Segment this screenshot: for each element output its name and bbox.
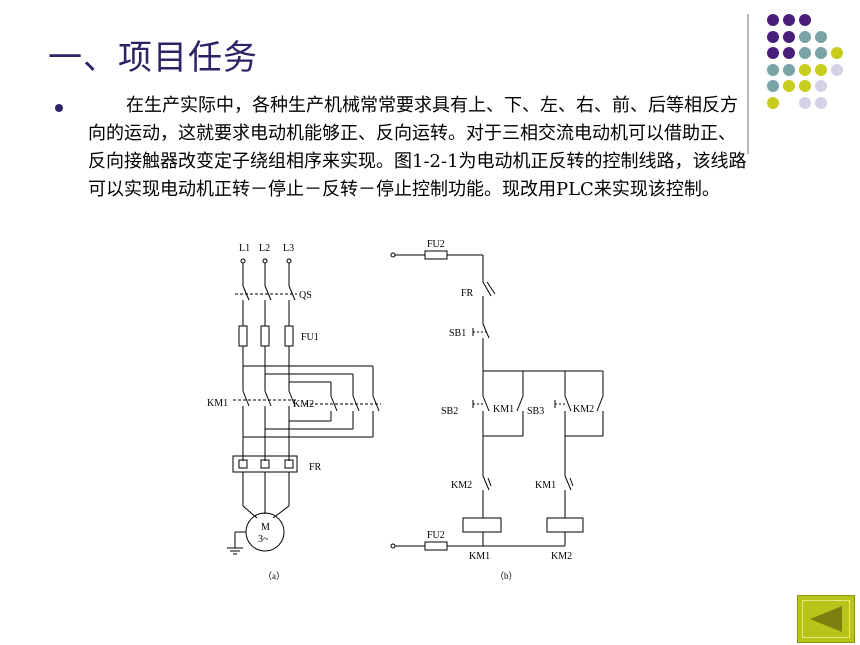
triangle-left-icon [810, 606, 842, 632]
label-l1: L1 [239, 243, 250, 254]
label-fr-main: FR [309, 462, 322, 473]
decor-dot [815, 63, 827, 76]
decor-dot [767, 14, 779, 26]
label-l3: L3 [283, 243, 294, 254]
label-sb1: SB1 [449, 328, 466, 339]
label-km1-main: KM1 [207, 398, 228, 409]
decor-dot [815, 30, 827, 43]
label-km2-hold: KM2 [573, 404, 594, 415]
decor-dot [815, 96, 827, 109]
label-km1-interlock: KM1 [535, 480, 556, 491]
label-fr-ctrl: FR [461, 288, 474, 299]
label-motor-phase: 3~ [258, 534, 269, 545]
decor-dot [783, 80, 795, 92]
slide-title: 一、项目任务 [48, 38, 258, 78]
label-fu1: FU1 [301, 332, 319, 343]
decor-dot [799, 14, 811, 26]
decor-dot [783, 47, 795, 59]
decor-dot [815, 47, 827, 59]
main-circuit: L1 L2 L3 QS FU1 KM1 KM2 FR [207, 243, 381, 581]
decor-dot [783, 14, 795, 26]
caption-b: （b） [495, 571, 518, 581]
body-paragraph: 在生产实际中，各种生产机械常常要求具有上、下、左、右、前、后等相反方向的运动，这… [88, 92, 753, 204]
decor-dot [799, 47, 811, 59]
label-km1-hold: KM1 [493, 404, 514, 415]
decor-dot [767, 63, 779, 76]
decor-dot [767, 30, 779, 43]
decor-dot [767, 47, 779, 59]
decor-dot [831, 47, 843, 59]
decor-dot [783, 63, 795, 76]
label-coil-km1: KM1 [469, 551, 490, 562]
decor-dot [799, 30, 811, 43]
decor-divider [747, 14, 749, 154]
label-fu2-bottom: FU2 [427, 530, 445, 541]
decor-dot [799, 80, 811, 92]
decor-dot [815, 80, 827, 92]
decor-dot [767, 80, 779, 92]
bullet-icon [55, 104, 63, 112]
decor-dot [799, 96, 811, 109]
label-qs: QS [299, 290, 312, 301]
control-circuit: FU2 FR SB1 SB2 KM1 SB3 KM2 KM2 KM1 [390, 239, 604, 581]
back-button[interactable] [797, 595, 855, 643]
label-coil-km2: KM2 [551, 551, 572, 562]
paragraph-text: 在生产实际中，各种生产机械常常要求具有上、下、左、右、前、后等相反方向的运动，这… [88, 95, 747, 200]
circuit-diagram: L1 L2 L3 QS FU1 KM1 KM2 FR [207, 239, 604, 581]
label-motor: M [261, 522, 270, 533]
label-l2: L2 [259, 243, 270, 254]
decor-dot [783, 30, 795, 43]
label-fu2-top: FU2 [427, 239, 445, 250]
label-km2-interlock: KM2 [451, 480, 472, 491]
label-km2-main: KM2 [293, 399, 314, 410]
caption-a: （a） [263, 571, 285, 581]
decor-dot [831, 63, 843, 76]
label-sb3: SB3 [527, 406, 544, 417]
decor-dot [799, 63, 811, 76]
decor-dot [767, 96, 779, 109]
label-sb2: SB2 [441, 406, 458, 417]
